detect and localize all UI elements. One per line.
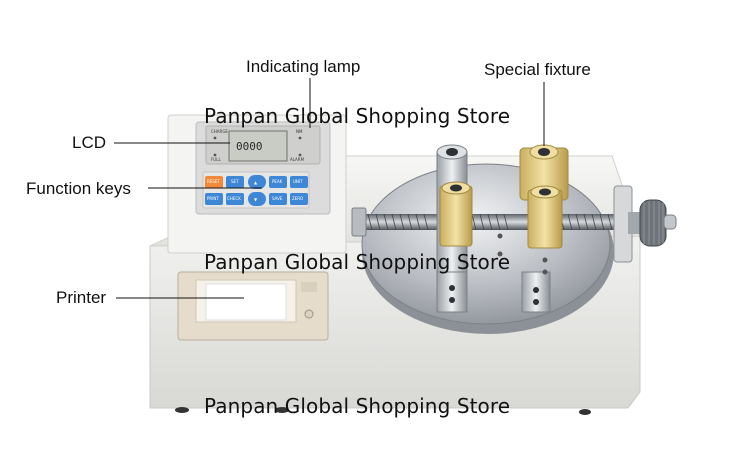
callout-printer: Printer bbox=[56, 288, 107, 307]
indicator-lamp-alarm bbox=[298, 153, 302, 157]
callout-lcd: LCD bbox=[72, 133, 107, 152]
special-fixtures bbox=[439, 144, 569, 249]
save-key[interactable] bbox=[269, 193, 287, 205]
reset-key[interactable] bbox=[205, 176, 223, 188]
callout-special-fixture: Special fixture bbox=[484, 60, 591, 79]
lcd-panel: 0000 CHARGE NM FULL ALARM bbox=[205, 125, 321, 165]
svg-text:CHECK: CHECK bbox=[227, 196, 241, 201]
lcd-reading: 0000 bbox=[236, 140, 263, 153]
watermark-top: Panpan Global Shopping Store bbox=[204, 104, 511, 128]
set-key[interactable] bbox=[226, 176, 244, 188]
indicator-lamp-nm bbox=[298, 136, 302, 140]
printer-paper bbox=[205, 283, 287, 321]
down-key[interactable] bbox=[248, 192, 266, 206]
label-nm: NM bbox=[296, 129, 303, 134]
adjustment-knob[interactable] bbox=[639, 199, 677, 247]
svg-text:RESET: RESET bbox=[207, 179, 220, 184]
function-keypad: RESET SET ▲ PEAK UNIT PRINT CHECK ▼ SAVE… bbox=[202, 171, 310, 209]
svg-text:UNIT: UNIT bbox=[293, 179, 303, 184]
svg-text:SET: SET bbox=[231, 179, 239, 184]
label-charge: CHARGE bbox=[211, 129, 228, 134]
watermark-middle: Panpan Global Shopping Store bbox=[204, 250, 511, 274]
svg-text:▲: ▲ bbox=[254, 180, 258, 185]
up-key[interactable] bbox=[248, 175, 266, 189]
callout-indicating-lamp: Indicating lamp bbox=[246, 57, 361, 76]
unit-key[interactable] bbox=[290, 176, 308, 188]
callout-function-keys: Function keys bbox=[26, 179, 131, 198]
peak-key[interactable] bbox=[269, 176, 287, 188]
svg-text:ZERO: ZERO bbox=[292, 196, 303, 201]
check-key[interactable] bbox=[226, 193, 244, 205]
turntable bbox=[361, 163, 614, 334]
label-full: FULL bbox=[211, 157, 221, 162]
svg-text:▼: ▼ bbox=[254, 197, 258, 202]
thermal-printer bbox=[177, 271, 329, 341]
zero-key[interactable] bbox=[290, 193, 308, 205]
svg-text:PRINT: PRINT bbox=[207, 196, 219, 201]
callout-lines bbox=[114, 78, 545, 299]
label-alarm: ALARM bbox=[290, 157, 305, 162]
svg-text:PEAK: PEAK bbox=[272, 179, 283, 184]
indicator-lamp-full bbox=[213, 153, 217, 157]
indicator-lamp-charge bbox=[213, 136, 217, 140]
watermark-bottom: Panpan Global Shopping Store bbox=[204, 394, 511, 418]
print-key[interactable] bbox=[205, 193, 223, 205]
svg-text:SAVE: SAVE bbox=[272, 196, 283, 201]
printer-feed-button[interactable] bbox=[304, 309, 314, 319]
